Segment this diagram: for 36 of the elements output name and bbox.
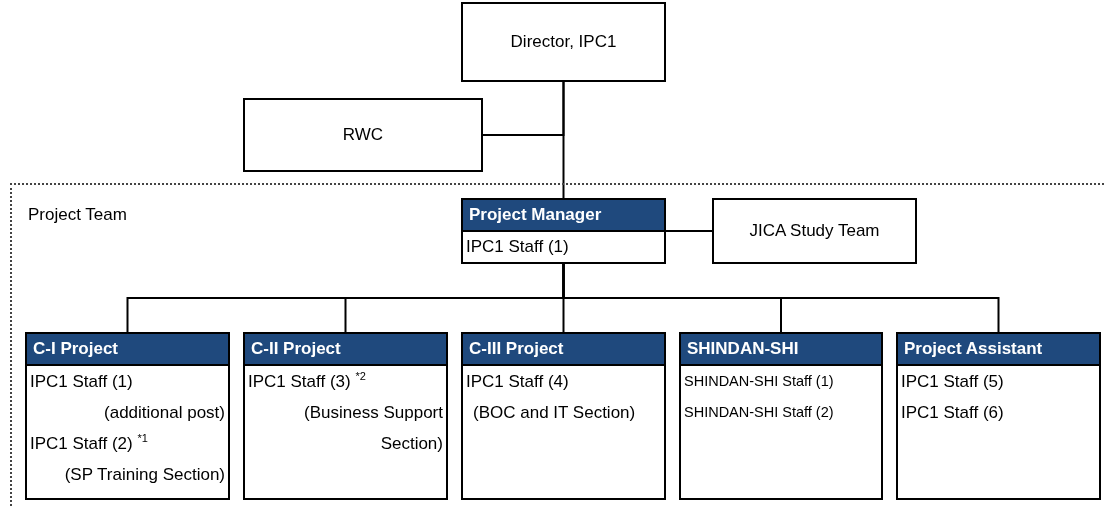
staff-text: IPC1 Staff (6) xyxy=(900,402,1005,424)
staff-text: IPC1 Staff (4) xyxy=(465,371,570,393)
connector-line xyxy=(665,230,713,232)
role-heading: C-III Project xyxy=(463,334,664,366)
staff-text: IPC1 Staff (5) xyxy=(900,371,1005,393)
org-box xyxy=(243,98,483,172)
role-heading: C-I Project xyxy=(27,334,228,366)
staff-text: (Business Support Section) xyxy=(303,402,444,455)
box-label: Director, IPC1 xyxy=(510,32,617,52)
role-heading: C-II Project xyxy=(245,334,446,366)
staff-text: SHINDAN-SHI Staff (2) xyxy=(683,403,835,422)
role-heading: Project Assistant xyxy=(898,334,1099,366)
staff-text: IPC1 Staff (1) xyxy=(29,371,134,393)
org-box xyxy=(461,2,666,82)
staff-text: (BOC and IT Section) xyxy=(472,402,637,424)
role-card xyxy=(25,332,230,500)
staff-text: IPC1 Staff (2) $^{*1}$ xyxy=(29,431,149,455)
role-heading: Project Manager xyxy=(463,200,664,232)
staff-text: (additional post) xyxy=(103,402,226,424)
region-title: Project Team xyxy=(28,205,127,225)
role-card xyxy=(243,332,448,500)
staff-text: SHINDAN-SHI Staff (1) xyxy=(683,372,835,391)
team-region xyxy=(10,183,1104,506)
box-label: JICA Study Team xyxy=(749,221,880,241)
role-card xyxy=(679,332,883,500)
staff-text: IPC1 Staff (3) $^{*2}$ xyxy=(247,369,367,393)
role-card xyxy=(461,198,666,264)
connector-line xyxy=(562,263,1000,333)
staff-text: (SP Training Section) xyxy=(63,464,226,486)
box-label: RWC xyxy=(342,125,384,145)
org-box xyxy=(712,198,917,264)
role-card xyxy=(461,332,666,500)
connector-line xyxy=(482,81,565,136)
role-heading: SHINDAN-SHI xyxy=(681,334,881,366)
staff-text: IPC1 Staff (1) xyxy=(465,236,570,258)
role-card xyxy=(896,332,1101,500)
